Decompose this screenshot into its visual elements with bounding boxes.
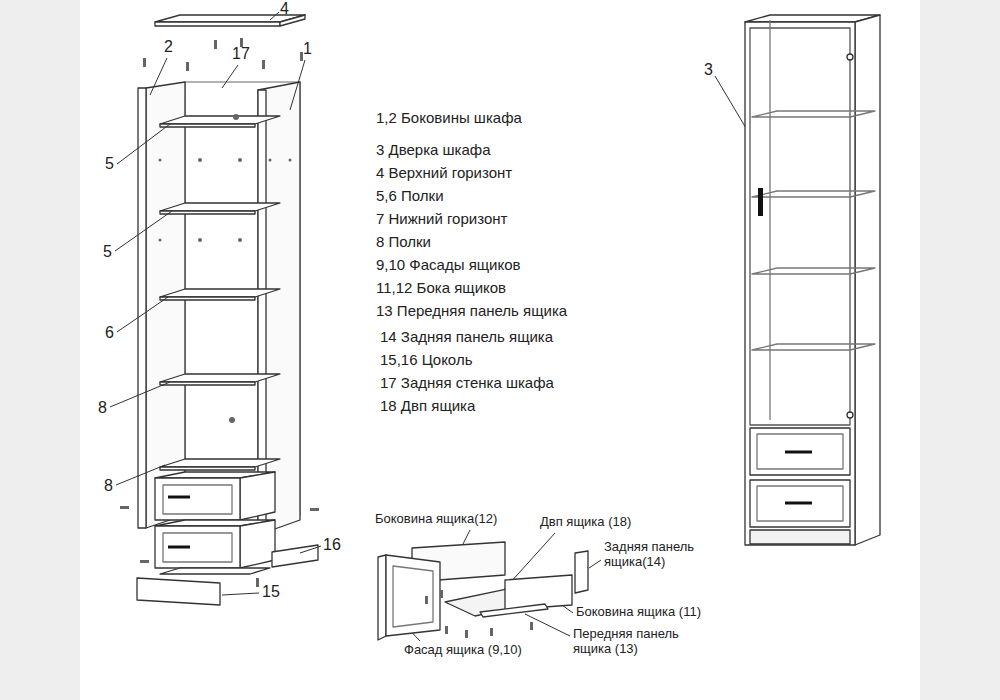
parts-list-item: 3 Дверка шкафа (376, 141, 491, 158)
part-label: Боковина ящика (11) (576, 605, 701, 620)
exploded-drawer (378, 542, 588, 640)
callout-number: 8 (98, 399, 107, 417)
parts-list-item: 14 Задняя панель ящика (380, 328, 553, 345)
callout-number: 1 (303, 40, 312, 58)
plinth (137, 578, 220, 605)
parts-list-item: 18 Двп ящика (380, 397, 475, 414)
part-label: Задняя панель ящика(14) (604, 540, 716, 570)
parts-list-item: 9,10 Фасады ящиков (376, 256, 521, 273)
callout-number: 6 (105, 324, 114, 342)
parts-list-item: 11,12 Бока ящиков (376, 279, 506, 296)
part-label: Передняя панель ящика (13) (573, 627, 703, 657)
dowels (120, 38, 319, 587)
shelves (160, 116, 280, 470)
callout-number: 16 (323, 536, 341, 554)
part-label: Фасад ящика (9,10) (404, 643, 522, 658)
callout-number: 8 (104, 477, 113, 495)
callout-number: 4 (280, 0, 289, 18)
callout-number: 15 (262, 583, 280, 601)
parts-list-item: 1,2 Боковины шкафа (376, 109, 522, 126)
margin-band (920, 0, 1000, 700)
callout-number: 2 (164, 38, 173, 56)
parts-list-item: 17 Задняя стенка шкафа (380, 374, 554, 391)
parts-list-item: 4 Верхний горизонт (376, 164, 512, 181)
parts-list-item: 13 Передняя панель ящика (376, 302, 567, 319)
leader-lines (110, 12, 765, 641)
callout-number: 17 (232, 45, 250, 63)
parts-list-item: 7 Нижний горизонт (376, 210, 507, 227)
callout-number: 5 (105, 155, 114, 173)
part-label: Двп ящика (18) (540, 515, 631, 530)
assembled-cabinet (745, 15, 880, 545)
callout-number: 3 (704, 61, 713, 79)
parts-list-item: 5,6 Полки (376, 187, 444, 204)
callout-number: 5 (103, 243, 112, 261)
parts-list-item: 8 Полки (376, 233, 431, 250)
plinth (272, 545, 318, 567)
part-label: Боковина ящика(12) (375, 512, 497, 527)
drawers (155, 472, 275, 574)
margin-band (0, 0, 80, 700)
parts-list-item: 15,16 Цоколь (380, 351, 472, 368)
